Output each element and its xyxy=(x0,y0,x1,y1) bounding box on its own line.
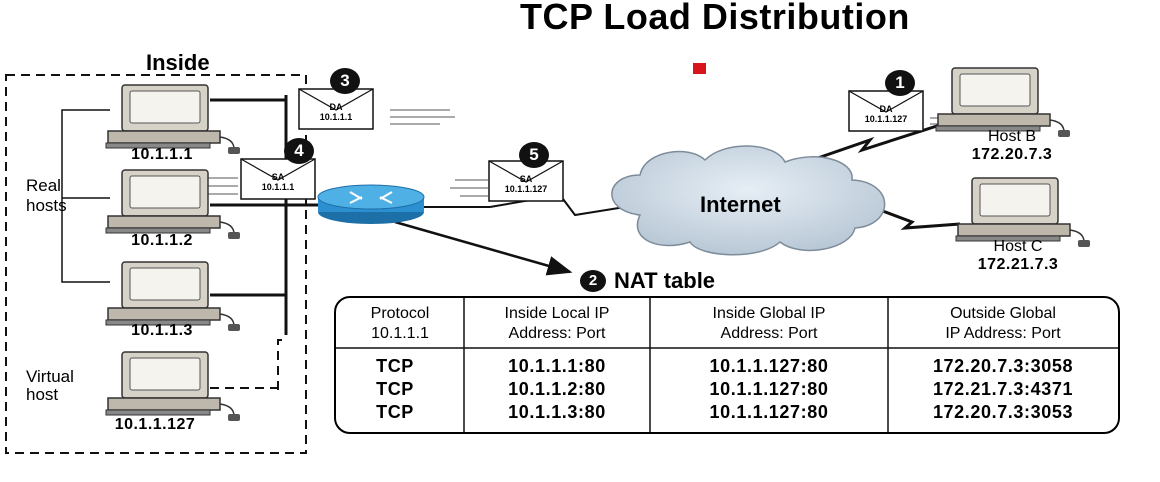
step-badge: 5 xyxy=(519,142,549,168)
nat-cell: 172.20.7.3:3053 xyxy=(932,402,1074,422)
nat-cell: 172.21.7.3:4371 xyxy=(932,379,1074,399)
nat-cell: 10.1.1.1:80 xyxy=(508,356,606,376)
step-badge: 4 xyxy=(284,138,314,164)
red-marker xyxy=(693,63,706,74)
virtual-host-label: Virtual host xyxy=(26,367,74,404)
packet-field: SA xyxy=(271,172,285,182)
packet-field: DA xyxy=(879,104,893,114)
nat-header-line: Inside Local IP xyxy=(504,305,610,322)
link-host-c xyxy=(879,208,961,230)
nat-header-line: Address: Port xyxy=(508,325,606,342)
nat-header: Inside Local IP Address: Port xyxy=(464,304,650,344)
nat-cell: 10.1.1.3:80 xyxy=(508,402,606,422)
nat-cell: 10.1.1.127:80 xyxy=(709,402,829,422)
host-ip-label: 10.1.1.1 xyxy=(131,146,193,163)
nat-header-line: Inside Global IP xyxy=(712,305,826,322)
step-badge: 3 xyxy=(330,68,360,94)
host-c-name: Host C xyxy=(993,238,1043,255)
internet-cloud xyxy=(611,145,886,256)
real-hosts-bracket xyxy=(61,109,110,283)
virtual-host-boundary xyxy=(277,339,286,390)
link-host-b xyxy=(811,123,941,162)
packet-address: 10.1.1.127 xyxy=(504,184,548,194)
nat-table-label: NAT table xyxy=(614,268,716,293)
inside-label: Inside xyxy=(146,50,210,75)
nat-cell: 10.1.1.2:80 xyxy=(508,379,606,399)
nat-header-line: Outside Global xyxy=(950,305,1056,322)
inside-boundary xyxy=(5,74,307,454)
nat-header: Inside Global IP Address: Port xyxy=(650,304,888,344)
computer-icon xyxy=(105,261,240,331)
host-ip-label: 10.1.1.2 xyxy=(131,232,193,249)
packet-address: 10.1.1.127 xyxy=(864,114,908,124)
nat-table-grid xyxy=(336,298,1118,432)
real-hosts-label: Real hosts xyxy=(26,176,67,215)
host-b-name: Host B xyxy=(987,128,1037,145)
nat-cell: 10.1.1.127:80 xyxy=(709,379,829,399)
nat-table: Protocol 10.1.1.1 Inside Local IP Address:… xyxy=(334,296,1120,434)
nat-header-line: Address: Port xyxy=(720,325,818,342)
nat-header: Protocol 10.1.1.1 xyxy=(336,304,464,344)
packet-address: 10.1.1.1 xyxy=(261,182,295,192)
internet-label: Internet xyxy=(700,192,781,217)
step-badge: 1 xyxy=(885,70,915,96)
nat-cell: 10.1.1.127:80 xyxy=(709,356,829,376)
step-badge: 2 xyxy=(580,270,606,292)
nat-arrow xyxy=(394,220,573,276)
packet-field: DA xyxy=(329,102,343,112)
nat-cell: 172.20.7.3:3058 xyxy=(932,356,1074,376)
nat-header-line: Protocol xyxy=(370,305,430,322)
computer-icon xyxy=(955,177,1090,247)
nat-header-line: 10.1.1.1 xyxy=(371,325,429,342)
host-c-ip: 172.21.7.3 xyxy=(977,256,1059,273)
host-ip-label: 10.1.1.127 xyxy=(114,416,196,433)
diagram-title: TCP Load Distribution xyxy=(520,0,910,37)
nat-cell: TCP xyxy=(376,402,414,422)
computer-icon xyxy=(935,67,1070,137)
nat-header-line: IP Address: Port xyxy=(945,325,1061,342)
host-ip-label: 10.1.1.3 xyxy=(131,322,193,339)
computer-icon xyxy=(105,351,240,421)
computer-icon xyxy=(105,84,240,154)
nat-cell: TCP xyxy=(376,356,414,376)
nat-cell: TCP xyxy=(376,379,414,399)
packet-field: SA xyxy=(519,174,533,184)
packet-address: 10.1.1.1 xyxy=(319,112,353,122)
nat-table-title: 2 NAT table xyxy=(580,268,715,294)
nat-header: Outside Global IP Address: Port xyxy=(888,304,1118,344)
router-icon xyxy=(317,184,425,224)
host-b-ip: 172.20.7.3 xyxy=(971,146,1053,163)
computer-icon xyxy=(105,169,240,239)
